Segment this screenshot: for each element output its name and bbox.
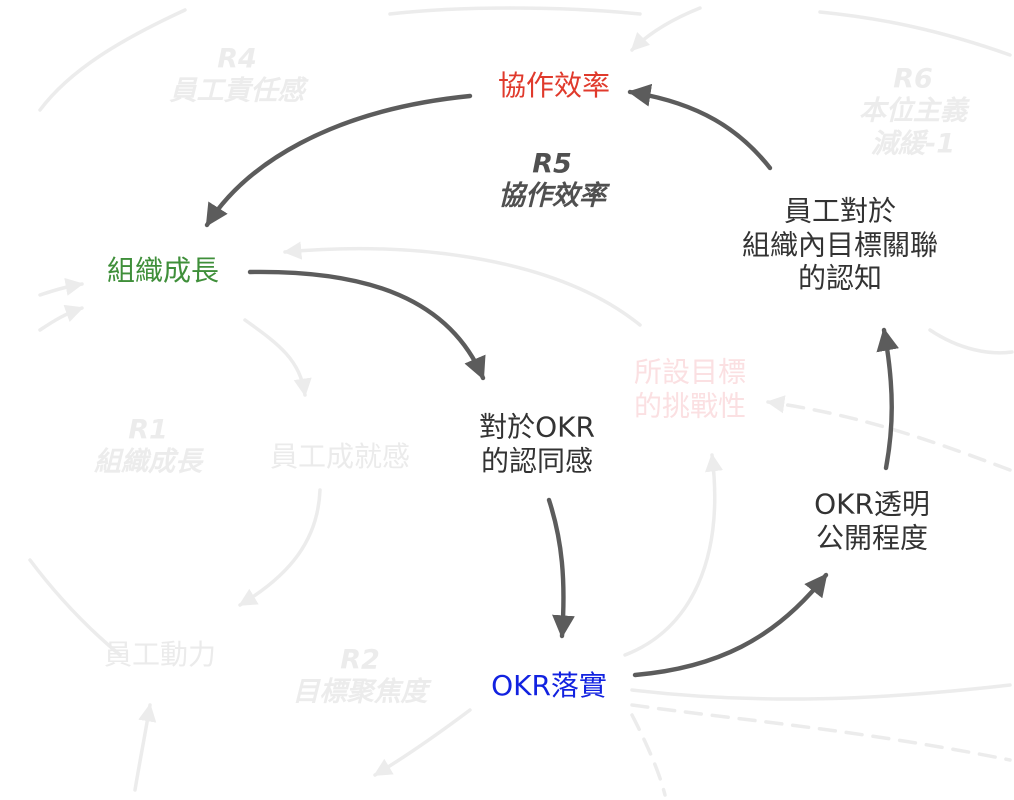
arrow-transparency-to-awareness bbox=[876, 327, 899, 471]
node-employee-motivation: 員工動力 bbox=[103, 638, 217, 672]
arrow-growth-to-recognition bbox=[247, 269, 486, 381]
faint-arrow-achievement-to-motivation bbox=[238, 488, 322, 607]
loop-r4-id: R4 bbox=[217, 43, 257, 75]
node-okr-execution: OKR落實 bbox=[491, 669, 607, 703]
faint-arc-top-left bbox=[38, 8, 187, 112]
main-loop-arrows bbox=[204, 83, 899, 678]
faint-arrow-motivation-up bbox=[133, 703, 157, 792]
loop-r2-name: 目標聚焦度 bbox=[292, 677, 428, 708]
faint-arrow-execution-to-challenge bbox=[623, 453, 724, 657]
loop-r1-name: 組織成長 bbox=[94, 447, 202, 478]
loop-r2-id: R2 bbox=[340, 644, 380, 676]
arrow-awareness-to-efficiency bbox=[627, 83, 773, 171]
node-goal-alignment-awareness: 員工對於 組織內目標關聯 的認知 bbox=[741, 194, 939, 295]
arrow-execution-to-transparency bbox=[632, 572, 829, 678]
node-sense-of-achievement: 員工成就感 bbox=[269, 440, 411, 474]
arrow-efficiency-to-growth bbox=[204, 93, 473, 228]
faint-arrow-left-upper bbox=[38, 277, 84, 297]
faint-arrow-left-lower bbox=[38, 304, 84, 332]
loop-r1-id: R1 bbox=[128, 414, 168, 446]
faint-arc-top-right bbox=[818, 10, 1012, 57]
faint-line-bottom-right-2 bbox=[630, 703, 1012, 762]
loop-r5-name: 協作效率 bbox=[498, 181, 606, 212]
node-okr-recognition: 對於OKR 的認同感 bbox=[479, 410, 595, 477]
faint-line-bottom-right-3 bbox=[630, 713, 667, 797]
faint-arc-right bbox=[928, 328, 1014, 355]
faint-arrow-bottom-left bbox=[373, 708, 472, 777]
background-arrows bbox=[28, 6, 1014, 797]
arrow-recognition-to-execution bbox=[546, 497, 575, 639]
faint-line-bottom-right-1 bbox=[630, 683, 1012, 701]
node-goal-challenge: 所設目標 的挑戰性 bbox=[633, 355, 747, 422]
node-okr-transparency: OKR透明 公開程度 bbox=[814, 487, 930, 554]
faint-arrow-into-growth bbox=[283, 241, 642, 327]
faint-arrow-growth-to-achievement bbox=[243, 318, 312, 397]
loop-r5-id: R5 bbox=[532, 148, 572, 180]
faint-arc-left-bottom bbox=[28, 558, 122, 657]
faint-dashed-to-challenge bbox=[766, 395, 1012, 472]
loop-r4-name: 員工責任感 bbox=[169, 76, 305, 107]
node-collaboration-efficiency: 協作效率 bbox=[497, 69, 611, 103]
loop-r6-id: R6 bbox=[893, 63, 933, 95]
faint-arc-top bbox=[388, 6, 642, 16]
faint-arrow-top-center bbox=[630, 6, 702, 52]
node-organizational-growth: 組織成長 bbox=[106, 254, 220, 288]
loop-r6-name: 本位主義 減緩-1 bbox=[859, 95, 967, 160]
